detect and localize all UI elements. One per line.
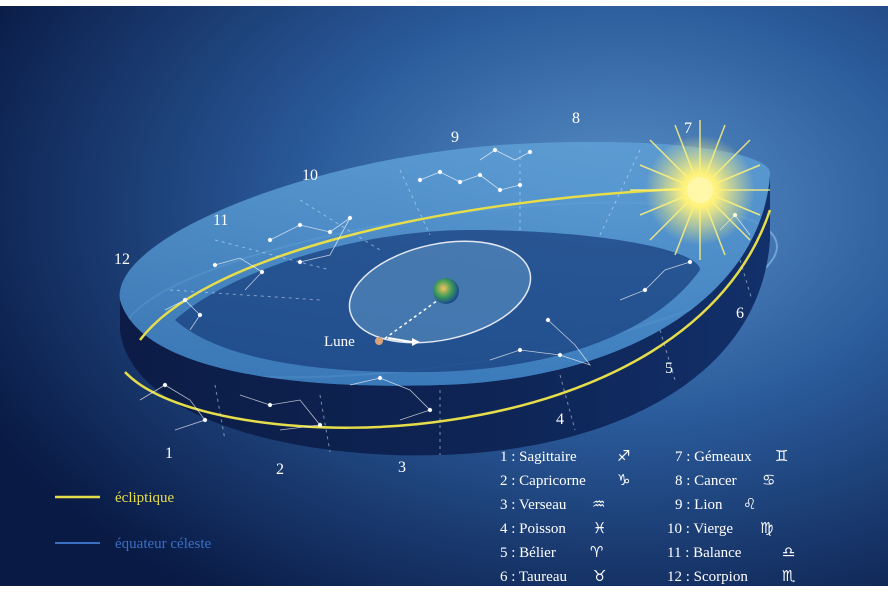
zodiac-band <box>120 175 770 456</box>
legend-item-4: 4 : Poisson <box>500 521 566 537</box>
legend-item-7: 7 : Gémeaux <box>675 449 752 465</box>
sector-number-3: 3 <box>398 459 406 476</box>
aries-icon: ♈ <box>590 543 603 561</box>
sector-number-2: 2 <box>276 461 284 478</box>
legend-item-1: 1 : Sagittaire <box>500 449 577 465</box>
sector-number-5: 5 <box>665 360 673 377</box>
capricorn-icon: ♑ <box>617 471 630 489</box>
legend-item-12: 12 : Scorpion <box>667 569 748 585</box>
ecliptic-line-band <box>124 209 772 429</box>
legend-item-5: 5 : Bélier <box>500 545 556 561</box>
leo-icon: ♌ <box>743 495 756 513</box>
earth-moon-line <box>379 294 446 343</box>
gemini-icon: ♊ <box>775 447 788 465</box>
sector-number-7: 7 <box>684 120 692 137</box>
legend-item-11: 11 : Balance <box>667 545 742 561</box>
arrowhead <box>412 338 420 346</box>
moon-label: Lune <box>324 334 355 350</box>
legend-item-8: 8 : Cancer <box>675 473 737 489</box>
legend-item-2: 2 : Capricorne <box>500 473 586 489</box>
equator-key-label: équateur céleste <box>115 536 212 552</box>
sector-number-6: 6 <box>736 305 744 322</box>
sagittarius-icon: ♐ <box>617 447 630 465</box>
virgo-icon: ♍ <box>760 519 773 537</box>
sector-number-12: 12 <box>114 251 130 268</box>
scorpio-icon: ♏ <box>782 567 796 585</box>
sector-number-9: 9 <box>451 129 459 146</box>
cancer-icon: ♋ <box>762 471 775 489</box>
constellation-stars <box>139 147 751 431</box>
sector-number-4: 4 <box>556 411 564 428</box>
earth <box>433 278 459 304</box>
sector-number-11: 11 <box>213 212 228 229</box>
sun <box>630 120 770 260</box>
legend-item-9: 9 : Lion <box>675 497 723 513</box>
sector-number-10: 10 <box>302 167 318 184</box>
ecliptic-line-top <box>139 186 701 341</box>
aquarius-icon: ♒ <box>592 495 605 513</box>
sector-dividers <box>169 149 753 455</box>
taurus-icon: ♉ <box>593 567 606 585</box>
pisces-icon: ♓ <box>593 519 606 537</box>
ecliptic-key-label: écliptique <box>115 490 174 506</box>
sector-number-8: 8 <box>572 110 580 127</box>
legend-item-3: 3 : Verseau <box>500 497 567 513</box>
legend-item-6: 6 : Taureau <box>500 569 567 585</box>
libra-icon: ♎ <box>782 543 795 561</box>
top-border <box>0 0 888 6</box>
plane-shadow <box>175 230 700 373</box>
sector-number-1: 1 <box>165 445 173 462</box>
bottom-border <box>0 586 888 594</box>
moon-direction-arrow <box>387 337 413 343</box>
legend-item-10: 10 : Vierge <box>667 521 733 537</box>
moon <box>375 337 383 345</box>
